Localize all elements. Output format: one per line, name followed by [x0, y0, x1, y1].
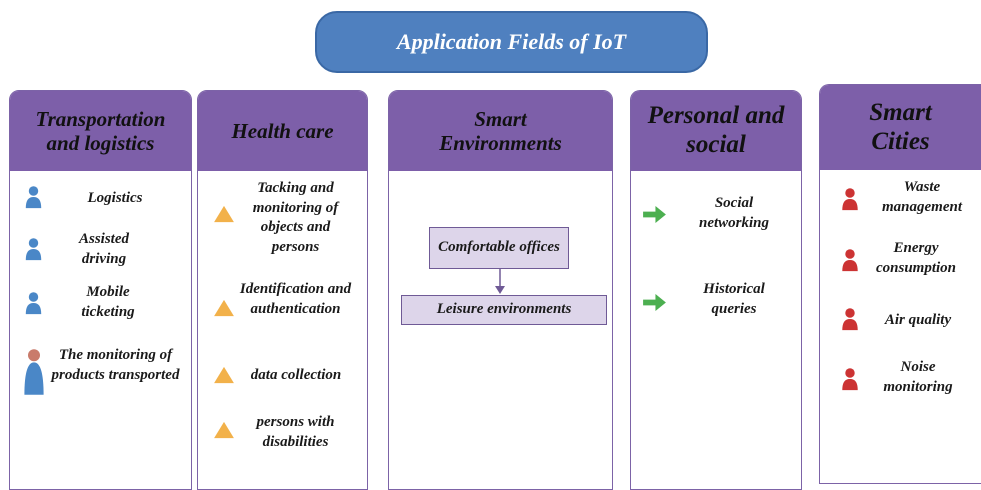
warning-icon [213, 421, 235, 439]
column-health-care-title: Health care [231, 118, 334, 143]
item-persons-disabilities: persons with disabilities [256, 414, 335, 450]
warning-icon [213, 299, 235, 317]
person-blue-icon [24, 237, 43, 261]
item-noise-monitoring: Noise monitoring [883, 359, 953, 395]
column-smart-cities-header: Smart Cities [820, 85, 981, 170]
person-red-icon [840, 248, 860, 272]
column-transportation-header: Transportation and logistics [10, 91, 191, 171]
column-smart-environments-header: Smart Environments [389, 91, 612, 171]
item-data-collection: data collection [250, 367, 342, 383]
box-comfortable-offices: Comfortable offices [429, 227, 569, 269]
column-transportation-title: Transportation and logistics [35, 106, 166, 155]
person-red-icon [840, 187, 860, 211]
person-blue-icon [24, 291, 43, 315]
column-transportation: Transportation and logistics Logistics A… [9, 90, 192, 490]
item-waste-management: Waste management [881, 179, 962, 215]
item-social-networking: Social networking [698, 195, 770, 231]
item-monitoring-products: The monitoring of products transported [51, 347, 180, 383]
column-personal-social-header: Personal and social [631, 91, 801, 171]
item-mobile-ticketing: Mobile ticketing [81, 284, 135, 320]
column-smart-environments: Smart Environments Comfortable offices L… [388, 90, 613, 490]
item-air-quality: Air quality [884, 312, 952, 328]
warning-icon [213, 366, 235, 384]
person-blue-icon [24, 185, 43, 209]
item-logistics: Logistics [87, 190, 143, 206]
arrow-right-icon [642, 293, 667, 312]
arrow-right-icon [642, 205, 667, 224]
column-health-care-header: Health care [198, 91, 367, 171]
column-personal-social: Personal and social Social networking Hi… [630, 90, 802, 490]
item-historical-queries: Historical queries [703, 281, 765, 317]
person-tall-icon [24, 349, 44, 395]
person-red-icon [840, 367, 860, 391]
column-smart-cities-title: Smart Cities [869, 98, 932, 155]
column-health-care: Health care Tacking and monitoring of ob… [197, 90, 368, 490]
box-leisure-environments: Leisure environments [401, 295, 607, 325]
column-personal-social-title: Personal and social [647, 102, 785, 158]
item-tacking-monitoring: Tacking and monitoring of objects and pe… [252, 180, 339, 255]
diagram-title: Application Fields of IoT [315, 11, 708, 73]
item-energy-consumption: Energy consumption [875, 240, 957, 276]
item-identification: Identification and authentication [239, 281, 352, 317]
person-red-icon [840, 307, 860, 331]
column-smart-environments-title: Smart Environments [439, 106, 562, 155]
column-smart-cities: Smart Cities Waste management Energy con… [819, 84, 981, 484]
warning-icon [213, 205, 235, 223]
item-assisted-driving: Assisted driving [78, 231, 129, 267]
connector-arrow [495, 269, 505, 294]
